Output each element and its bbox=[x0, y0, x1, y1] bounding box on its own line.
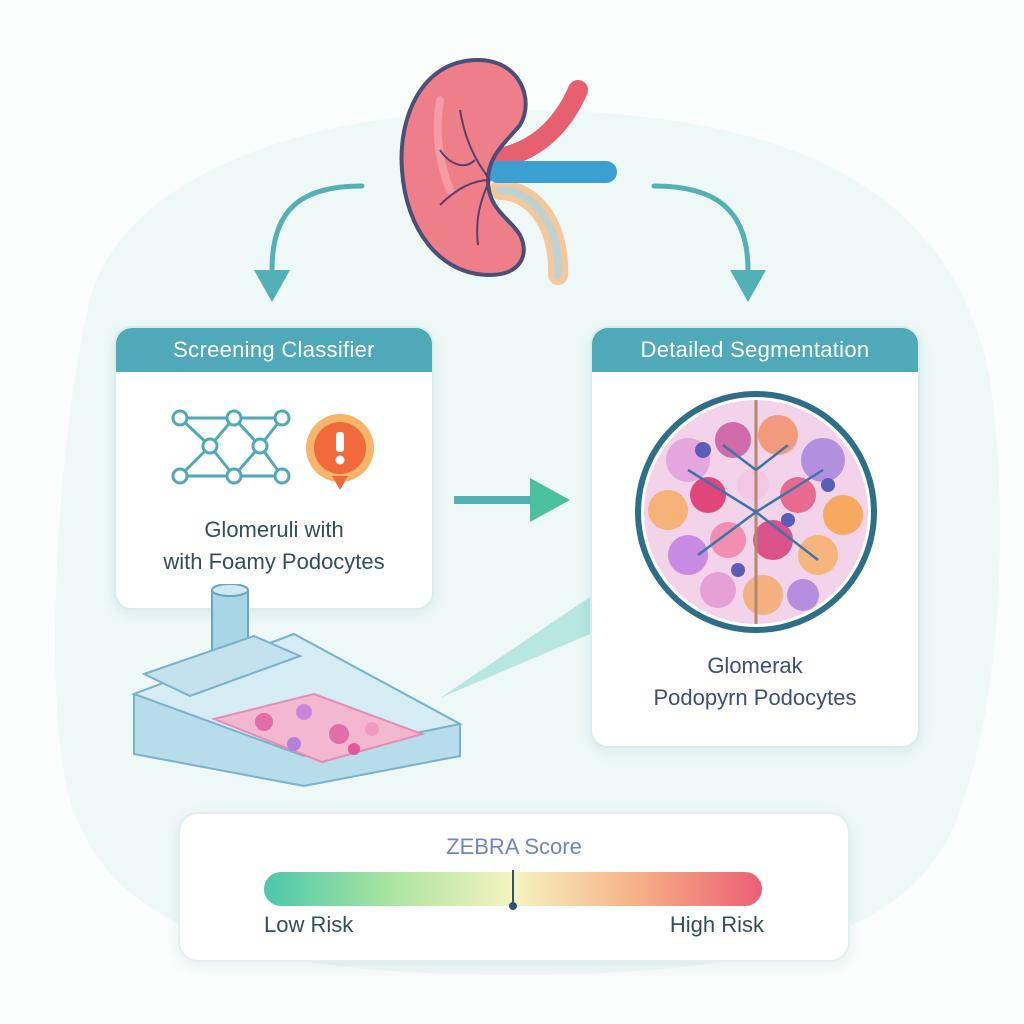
glomerulus-magnified-view bbox=[635, 391, 877, 633]
segmentation-card-header: Detailed Segmentation bbox=[592, 328, 918, 372]
screening-classifier-card: Screening Classifier Glom bbox=[114, 326, 434, 610]
zebra-score-marker-dot bbox=[509, 902, 517, 910]
high-risk-label: High Risk bbox=[669, 912, 764, 937]
screening-text-line-1: Glomeruli with bbox=[204, 517, 344, 542]
screening-card-header: Screening Classifier bbox=[116, 328, 432, 372]
arrow-to-segmentation bbox=[651, 183, 766, 302]
neural-network-icon bbox=[171, 409, 291, 485]
detailed-segmentation-card: Detailed Segmentation bbox=[590, 326, 920, 748]
arrow-to-segmentation-horizontal bbox=[454, 478, 570, 522]
segmentation-card-text: Glomerak Podopyrn Podocytes bbox=[592, 650, 918, 714]
kidney-illustration bbox=[399, 57, 617, 285]
zebra-score-marker bbox=[512, 870, 514, 908]
zebra-score-panel: ZEBRA Score Low Risk High Risk bbox=[178, 812, 850, 962]
microscope-slide-scanner bbox=[131, 584, 463, 788]
segmentation-text-line-2: Podopyrn Podocytes bbox=[653, 685, 857, 710]
screening-card-text: Glomeruli with with Foamy Podocytes bbox=[116, 514, 432, 578]
zebra-score-title: ZEBRA Score bbox=[446, 834, 582, 859]
low-risk-label: Low Risk bbox=[264, 912, 354, 937]
arrow-to-screening bbox=[254, 183, 365, 302]
warning-icon bbox=[306, 414, 374, 490]
segmentation-text-line-1: Glomerak bbox=[707, 653, 803, 678]
screening-text-line-2: with Foamy Podocytes bbox=[163, 549, 385, 574]
